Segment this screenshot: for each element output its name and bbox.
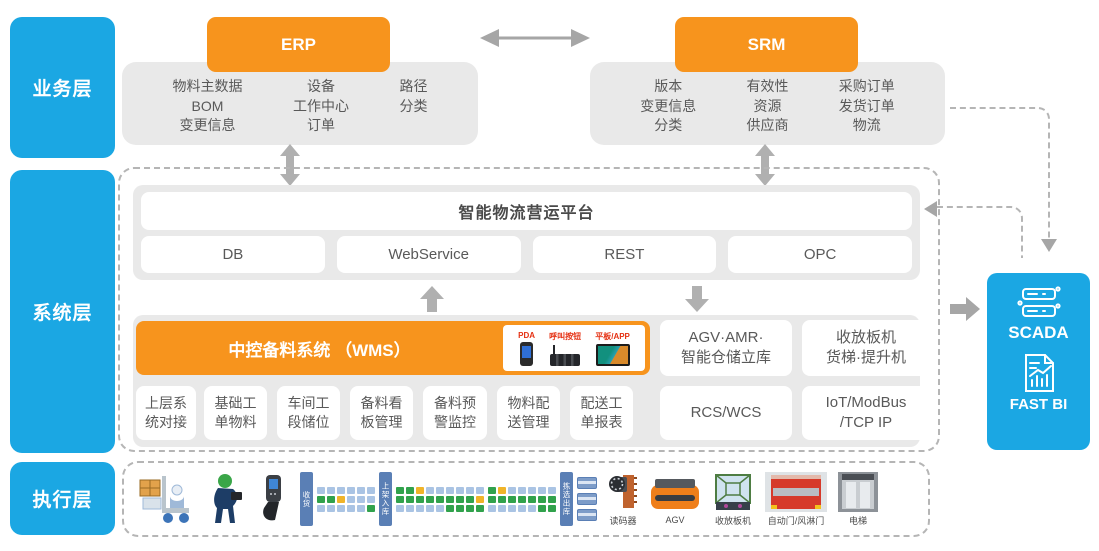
tablet-label: 平板/APP (595, 331, 630, 341)
platform-title-bar: 智能物流营运平台 (141, 192, 912, 230)
scada-label: SCADA (1008, 323, 1069, 342)
machine-label: 读码器 (609, 515, 637, 526)
platform-agv-down-arrow (685, 286, 709, 312)
srm-detail-group: 版本 变更信息 分类 (640, 78, 697, 134)
machine-label: 收放板机 (714, 515, 751, 526)
zone-bar-picking: 拣选出库 (560, 472, 573, 526)
bi-report-icon (1024, 354, 1054, 392)
zone-bar-putaway: 上架入库 (379, 472, 392, 526)
interface-box-db: DB (141, 236, 325, 273)
layer-label-business: 业务层 (10, 17, 115, 158)
module-box-upper-system: 上层系统对接 (136, 386, 196, 440)
machine-elevator: 电梯 (838, 471, 878, 527)
machine-agv: AGV (649, 473, 701, 525)
agv-icon (651, 479, 699, 509)
arrow-left-head (924, 201, 937, 217)
layer-label-system: 系统层 (10, 170, 115, 453)
code-reader-icon (609, 474, 637, 508)
pda-label: PDA (518, 330, 535, 340)
machine-plate-loader: 收放板机 (712, 472, 754, 527)
truck-dock (577, 477, 597, 521)
erp-platform-sync-arrow (280, 144, 300, 186)
interface-row: DB WebService REST OPC (141, 236, 912, 273)
warehouse-grid (396, 486, 484, 512)
warehouse-grid (317, 486, 375, 512)
handheld-scanner-icon (263, 475, 281, 521)
erp-node: ERP (207, 17, 390, 72)
module-box-work-order: 基础工单物料 (204, 386, 267, 440)
system-layer-container (118, 167, 940, 452)
erp-detail-box: 物料主数据 BOM 变更信息 设备 工作中心 订单 路径 分类 (122, 62, 478, 145)
wms-title: 中控备料系统 （WMS） (228, 340, 411, 360)
module-box-warning: 备料预警监控 (423, 386, 487, 440)
call-button-icon (550, 344, 581, 366)
tablet-icon (595, 343, 630, 366)
fastbi-label: FAST BI (1009, 396, 1068, 413)
execution-layer-container: 收货 上架入库 拣选出库 读码器 (122, 461, 930, 537)
srm-detail-box: 版本 变更信息 分类 有效性 资源 供应商 采购订单 发货订单 物流 (590, 62, 945, 145)
forklift-trolley-icon (139, 476, 189, 523)
srm-detail-group: 采购订单 发货订单 物流 (838, 78, 895, 134)
erp-detail-group: 设备 工作中心 订单 (293, 78, 349, 134)
machine-label: 自动门/风淋门 (767, 515, 825, 526)
warehouse-grid (488, 486, 556, 512)
call-button-label: 呼叫按钮 (549, 331, 582, 341)
machine-auto-door: 自动门/风淋门 (765, 471, 827, 527)
srm-platform-sync-arrow (755, 144, 775, 186)
equipment-box-plate-lift: 收放板机 货梯·提升机 (802, 320, 930, 376)
system-to-scada-arrow (950, 297, 980, 321)
erp-detail-group: 路径 分类 (399, 78, 428, 114)
module-box-delivery: 物料配送管理 (497, 386, 560, 440)
scada-fastbi-panel: SCADA FAST BI (987, 273, 1090, 450)
protocol-box-rcs-wcs: RCS/WCS (660, 386, 792, 440)
srm-node: SRM (675, 17, 858, 72)
warehouse-map: 收货 上架入库 拣选出库 (300, 472, 597, 526)
equipment-box-agv-amr: AGV·AMR· 智能仓储立库 (660, 320, 792, 376)
worker-icon (214, 474, 242, 523)
call-button-device: 呼叫按钮 (549, 331, 581, 366)
module-box-report: 配送工单报表 (570, 386, 633, 440)
elevator-icon (838, 471, 878, 512)
wms-node: 中控备料系统 （WMS） PDA 呼叫按钮 平板/APP (136, 321, 650, 375)
pda-device: PDA (518, 331, 535, 366)
auto-door-icon (765, 471, 827, 512)
interface-box-webservice: WebService (336, 236, 521, 273)
layer-label-execution: 执行层 (10, 462, 115, 535)
truck-icon (577, 509, 597, 521)
wms-device-panel: PDA 呼叫按钮 平板/APP (503, 325, 645, 371)
module-box-storage: 车间工段储位 (277, 386, 340, 440)
interface-box-opc: OPC (728, 236, 912, 273)
machine-label: 电梯 (848, 515, 867, 526)
module-box-kanban: 备料看板管理 (350, 386, 413, 440)
srm-detail-group: 有效性 资源 供应商 (746, 78, 789, 134)
protocol-box-iot: IoT/ModBus /TCP IP (802, 386, 930, 440)
arrow-down-head (1041, 239, 1057, 252)
machine-code-reader: 读码器 (608, 472, 638, 527)
pda-icon (520, 341, 534, 366)
wms-platform-up-arrow (420, 286, 444, 312)
scada-to-platform-dashed-connector (924, 201, 1023, 258)
server-icon (1016, 286, 1061, 317)
zone-bar-receiving: 收货 (300, 472, 313, 526)
truck-icon (577, 477, 597, 489)
interface-box-rest: REST (532, 236, 717, 273)
tablet-device: 平板/APP (595, 331, 630, 366)
plate-loader-icon (715, 473, 751, 510)
erp-srm-sync-arrow (480, 29, 590, 47)
erp-detail-group: 物料主数据 BOM 变更信息 (172, 78, 243, 134)
srm-to-scada-dashed-connector (950, 107, 1057, 252)
truck-icon (577, 493, 597, 505)
machine-label: AGV (665, 515, 685, 525)
